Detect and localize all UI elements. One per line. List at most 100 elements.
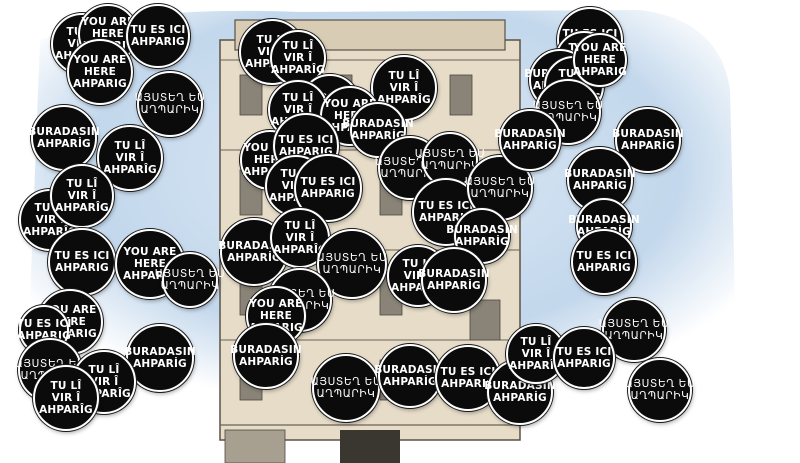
badge-text-line: AHPARIG	[131, 36, 185, 48]
badge-text-line: VIR Î	[283, 51, 313, 64]
badge-text-line: AHPARÎG	[273, 244, 327, 257]
badge-text-line: ԱՂՊԱՐԻԿ	[316, 388, 376, 400]
badge-text-line: AHPARİG	[239, 356, 293, 368]
badge-text-line: BURADASIN	[612, 127, 684, 140]
badge-text-line: ԱՅՍՏԵՂ ԵՍ	[598, 317, 670, 330]
badge-text-line: YOU ARE	[81, 15, 135, 28]
badge-text-line: AHPARIG	[301, 188, 355, 200]
badge-text-line: TU ES ICI	[16, 317, 72, 330]
badge-text-line: HERE	[91, 27, 125, 40]
badge-text-line: TU ES ICI	[54, 249, 110, 262]
badge-text-line: ԱՅՍՏԵՂ ԵՍ	[414, 147, 486, 160]
badge-text-line: TU LÎ	[284, 219, 316, 232]
badge-text-line: AHPARİG	[383, 376, 437, 388]
badge-text-line: TU ES ICI	[418, 199, 474, 212]
badge-text-line: TU LÎ	[114, 139, 146, 152]
badge-text-line: AHPARÎG	[377, 94, 431, 107]
badge-text-line: AHPARİG	[351, 130, 405, 142]
badge-text-line: TU ES ICI	[300, 175, 356, 188]
badge-text-line: BURADASIN	[28, 125, 100, 138]
badge-text-line: TU ES ICI	[278, 133, 334, 146]
badge-text-line: BURADASIN	[374, 363, 446, 376]
badge-text-line: ԱՅՍՏԵՂ ԵՍ	[310, 375, 382, 388]
badge-text-line: VIR Î	[67, 189, 97, 202]
badge-text-line: HERE	[583, 53, 617, 66]
badge-text-line: AHPARİG	[503, 140, 557, 152]
badge-text-line: AHPARÎG	[271, 64, 325, 77]
badge-text-line: ԱՅՍՏԵՂ ԵՍ	[624, 377, 696, 390]
badge-text-line: ԱՅՍՏԵՂ ԵՍ	[316, 251, 388, 264]
badge-text-line: AHPARÎG	[103, 164, 157, 177]
badge-text-line: AHPARIG	[573, 66, 627, 79]
badge-text-line: TU LÎ	[282, 91, 314, 104]
badge-text-line: AHPARİG	[37, 138, 91, 150]
badge-text-line: ԱՂՊԱՐԻԿ	[140, 104, 200, 116]
badge-text-line: BURADASIN	[568, 213, 640, 226]
badge-text-line: AHPARIG	[577, 262, 631, 274]
badge-text-line: AHPARIG	[557, 358, 611, 370]
badge-text-line: TU ES ICI	[576, 249, 632, 262]
badge-text-line: BURADASIN	[494, 127, 566, 140]
badge-text-line: HERE	[133, 257, 167, 270]
badge-text-line: YOU ARE	[123, 245, 177, 258]
badge-text-line: AHPARÎG	[39, 404, 93, 417]
badge-text-line: HERE	[83, 65, 117, 78]
badge-text-line: ԱՂՊԱՐԻԿ	[160, 280, 220, 292]
badge-text-line: TU ES ICI	[440, 365, 496, 378]
badge-text-line: AHPARIG	[73, 78, 127, 91]
badge-text-line: ԱՅՍՏԵՂ ԵՍ	[464, 175, 536, 188]
badge-text-line: ԱՂՊԱՐԻԿ	[322, 264, 382, 276]
badge-text-line: YOU ARE	[73, 53, 127, 66]
badge-text-line: VIR Î	[115, 151, 145, 164]
badge-text-line: BURADASIN	[418, 267, 490, 280]
badge-text-line: ԱՂՊԱՐԻԿ	[470, 188, 530, 200]
badge-text-line: VIR Î	[389, 81, 419, 94]
badge-text-line: ԱՂՊԱՐԻԿ	[630, 390, 690, 402]
badge-text-line: TU LÎ	[88, 363, 120, 376]
badge-text-line: ԱՂՊԱՐԻԿ	[420, 160, 480, 172]
badge-text-line: AHPARÎG	[55, 202, 109, 215]
badge-text-line: YOU ARE	[249, 297, 303, 310]
badge-text-line: TU LÎ	[50, 379, 82, 392]
badge-text-line: BURADASIN	[230, 343, 302, 356]
badge-text-line: VIR Î	[285, 231, 315, 244]
badge-text-line: TU LÎ	[66, 177, 98, 190]
badge-text-line: AHPARİG	[427, 280, 481, 292]
badge-text-line: AHPARIG	[55, 262, 109, 274]
badge-text-line: AHPARÎG	[509, 360, 563, 373]
badge-text-line: VIR Î	[89, 375, 119, 388]
badge-text-line: VIR Î	[51, 391, 81, 404]
badge-text-line: AHPARİG	[493, 392, 547, 404]
badge-text-line: YOU ARE	[573, 41, 627, 54]
badge-text-line: TU LÎ	[388, 69, 420, 82]
badge-text-line: AHPARİG	[133, 358, 187, 370]
badge-text-line: TU ES ICI	[130, 23, 186, 36]
badge-text-line: TU ES ICI	[556, 345, 612, 358]
badge-text-line: BURADASIN	[446, 223, 518, 236]
badge-text-line: AHPARIG	[441, 378, 495, 390]
badge-text-line: VIR Î	[521, 347, 551, 360]
badge-text-line: AHPARİG	[573, 180, 627, 192]
badge-text-line: ԱՅՍՏԵՂ ԵՍ	[532, 99, 604, 112]
